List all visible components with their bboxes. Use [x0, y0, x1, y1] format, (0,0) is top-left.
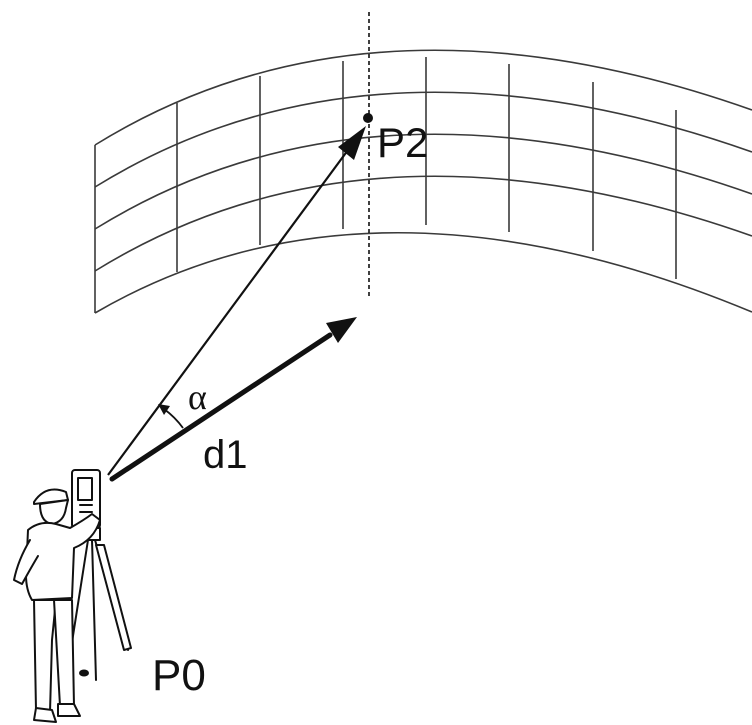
torso — [25, 513, 101, 601]
sight-line-to-p2 — [107, 149, 349, 476]
sight-line-arrowhead — [338, 126, 366, 160]
tripod-leg-front — [91, 539, 97, 681]
grid-row-5 — [94, 232, 752, 314]
angle-alpha-arc — [163, 408, 184, 429]
boot-left — [33, 707, 57, 723]
label-d1: d1 — [203, 433, 248, 477]
angle-alpha-arrowhead — [158, 404, 170, 415]
label-p0: P0 — [152, 651, 206, 700]
label-p2: P2 — [377, 119, 428, 166]
direction-d1-arrow-shaft — [109, 332, 333, 482]
leg-right — [53, 599, 75, 707]
total-station-screen — [77, 477, 93, 501]
tripod-leg-band — [95, 544, 132, 651]
grid-row-1 — [94, 49, 752, 146]
surveyor-with-total-station-icon — [13, 469, 132, 723]
arm — [13, 539, 39, 585]
label-alpha: α — [188, 377, 207, 417]
head — [39, 499, 69, 525]
grid-row-4 — [94, 175, 752, 272]
direction-d1-arrowhead — [326, 317, 357, 343]
grid-row-3 — [94, 133, 752, 230]
point-p2-marker — [363, 113, 373, 123]
grid-row-2 — [94, 91, 752, 188]
boot-right — [57, 703, 81, 717]
leg-left — [33, 599, 57, 713]
curved-surface-grid — [94, 49, 752, 314]
point-p0-marker — [79, 669, 89, 677]
